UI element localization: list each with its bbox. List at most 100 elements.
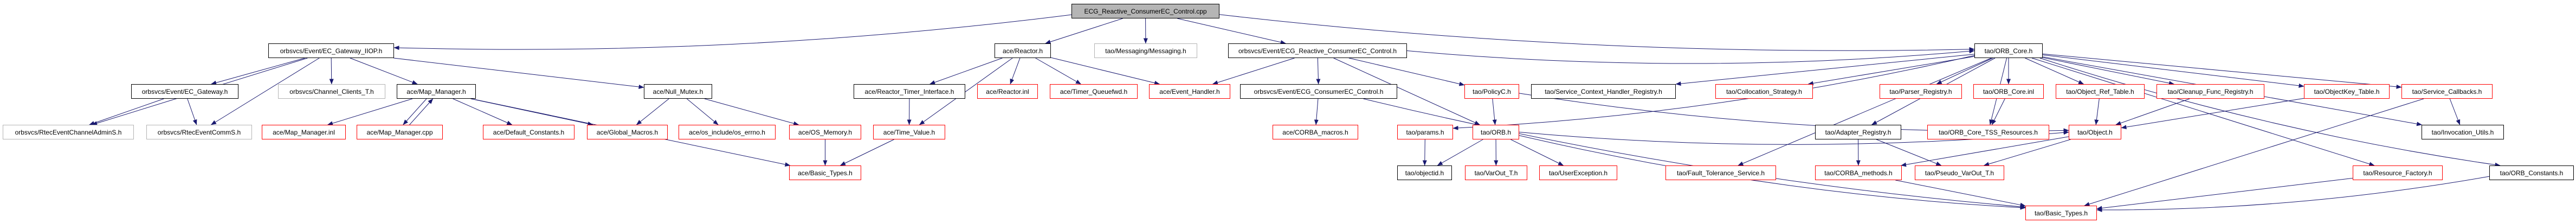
- edge-orb_core-to-object_ref_table: [2025, 58, 2084, 85]
- node-channel_clients[interactable]: orbsvcs/Channel_Clients_T.h: [278, 84, 385, 99]
- node-mm_cpp[interactable]: ace/Map_Manager.cpp: [357, 125, 443, 139]
- node-ace_basic_types[interactable]: ace/Basic_Types.h: [789, 165, 861, 180]
- node-tss_resources[interactable]: tao/ORB_Core_TSS_Resources.h: [1927, 125, 2049, 139]
- node-ec_gateway[interactable]: orbsvcs/Event/EC_Gateway.h: [131, 84, 238, 99]
- edge-mm_cpp-to-map_manager: [409, 98, 434, 125]
- node-collocation[interactable]: tao/Collocation_Strategy.h: [1715, 84, 1813, 99]
- edge-map_manager-to-mm_cpp: [403, 98, 427, 125]
- edge-orb_core-to-objectkey_table: [2042, 54, 2304, 88]
- edge-cpp-to-reactor: [1045, 18, 1123, 44]
- node-messaging[interactable]: tao/Messaging/Messaging.h: [1094, 43, 1197, 58]
- node-cpp[interactable]: ECG_Reactive_ConsumerEC_Control.cpp: [1071, 4, 1219, 18]
- node-os_memory[interactable]: ace/OS_Memory.h: [789, 125, 861, 139]
- node-service_callbacks[interactable]: tao/Service_Callbacks.h: [2401, 84, 2493, 99]
- edge-null_mutex-to-os_errno: [686, 98, 719, 125]
- edge-service_callbacks-to-invocation_utils: [2449, 98, 2461, 125]
- node-ecg_reactive[interactable]: orbsvcs/Event/ECG_Reactive_ConsumerEC_Co…: [1228, 43, 1407, 58]
- edge-ecg_consumer-to-corba_macros: [1314, 98, 1319, 125]
- node-rtec_admin[interactable]: orbsvcs/RtecEventChannelAdminS.h: [3, 125, 134, 139]
- edge-policyc-to-orb: [1492, 98, 1497, 125]
- edge-adapter_registry-to-pseudo_varout: [1876, 139, 1942, 166]
- node-map_manager[interactable]: ace/Map_Manager.h: [397, 84, 476, 99]
- node-pseudo_varout[interactable]: tao/Pseudo_VarOut_T.h: [1915, 165, 2004, 180]
- edge-iiop-to-channel_clients: [329, 58, 334, 85]
- edge-orb_core-to-svc_ctx_registry: [1675, 54, 1975, 86]
- node-varout[interactable]: tao/VarOut_T.h: [1465, 165, 1527, 180]
- edge-resource_factory-to-tao_basic_types: [2096, 177, 2353, 211]
- node-policyc[interactable]: tao/PolicyC.h: [1464, 84, 1519, 99]
- node-tao_basic_types[interactable]: tao/Basic_Types.h: [2025, 206, 2097, 220]
- edge-cpp-to-orb_core: [1219, 14, 1975, 52]
- node-object[interactable]: tao/Object.h: [2069, 125, 2121, 139]
- edge-orb_core-to-cleanup_func: [2042, 57, 2174, 86]
- node-invocation_utils[interactable]: tao/Invocation_Utils.h: [2422, 125, 2504, 139]
- node-orb[interactable]: tao/ORB.h: [1473, 125, 1519, 139]
- node-reactor_inl[interactable]: ace/Reactor.inl: [977, 84, 1038, 99]
- node-timer_queuefwd[interactable]: ace/Timer_Queuefwd.h: [1050, 84, 1138, 99]
- edge-iiop-to-map_manager: [350, 58, 418, 85]
- edge-time_value-to-ace_basic_types: [840, 139, 894, 166]
- node-global_macros[interactable]: ace/Global_Macros.h: [587, 125, 668, 139]
- edge-reactor-to-timer_queuefwd: [1035, 58, 1081, 85]
- node-fault_tolerance[interactable]: tao/Fault_Tolerance_Service.h: [1665, 165, 1776, 180]
- node-orb_core[interactable]: tao/ORB_Core.h: [1974, 43, 2043, 58]
- node-mm_inl[interactable]: ace/Map_Manager.inl: [262, 125, 346, 139]
- edge-orb_core-to-collocation: [1807, 56, 1975, 86]
- node-svc_ctx_registry[interactable]: tao/Service_Context_Handler_Registry.h: [1531, 84, 1676, 99]
- node-event_handler[interactable]: ace/Event_Handler.h: [1149, 84, 1230, 99]
- node-iiop[interactable]: orbsvcs/Event/EC_Gateway_IIOP.h: [268, 43, 394, 58]
- edge-orb_core-to-fault_tolerance: [1738, 58, 1992, 166]
- edge-orb_core-to-parser_registry: [1936, 58, 1993, 85]
- edge-orb_constants-to-tao_basic_types: [2096, 176, 2490, 212]
- node-corba_methods[interactable]: tao/CORBA_methods.h: [1815, 165, 1902, 180]
- node-reactor_timer[interactable]: ace/Reactor_Timer_Interface.h: [854, 84, 965, 99]
- edge-ecg_reactive-to-orb_core: [1406, 49, 1975, 64]
- edge-map_manager-to-mm_inl: [327, 98, 413, 126]
- edge-ecg_reactive-to-event_handler: [1212, 58, 1295, 85]
- edge-cpp-to-iiop: [393, 14, 1072, 50]
- node-parser_registry[interactable]: tao/Parser_Registry.h: [1880, 84, 1962, 99]
- edge-cpp-to-ecg_reactive: [1177, 18, 1286, 44]
- node-os_errno[interactable]: ace/os_include/os_errno.h: [679, 125, 776, 139]
- node-null_mutex[interactable]: ace/Null_Mutex.h: [644, 84, 712, 99]
- node-cleanup_func[interactable]: tao/Cleanup_Func_Registry.h: [2157, 84, 2264, 99]
- edge-ecg_reactive-to-orb: [1333, 58, 1480, 125]
- node-params[interactable]: tao/params.h: [1397, 125, 1453, 139]
- edge-orb_core-to-resource_factory: [2031, 58, 2375, 166]
- edge-orb-to-tao_basic_types: [1519, 135, 2026, 210]
- node-object_ref_table[interactable]: tao/Object_Ref_Table.h: [2056, 84, 2145, 99]
- node-objectkey_table[interactable]: tao/ObjectKey_Table.h: [2304, 84, 2390, 99]
- node-corba_macros[interactable]: ace/CORBA_macros.h: [1273, 125, 1358, 139]
- edge-ec_gateway-to-rtec_comm: [187, 98, 197, 125]
- edge-orb_core-to-params: [1452, 55, 1975, 130]
- node-user_exception[interactable]: tao/UserException.h: [1539, 165, 1617, 180]
- edge-null_mutex-to-os_memory: [704, 98, 799, 126]
- node-ecg_consumer[interactable]: orbsvcs/Event/ECG_ConsumerEC_Control.h: [1240, 84, 1397, 99]
- edge-object-to-corba_methods: [1901, 136, 2069, 167]
- edge-reactor-to-reactor_timer: [929, 58, 1003, 85]
- node-reactor[interactable]: ace/Reactor.h: [995, 43, 1051, 58]
- node-default_constants[interactable]: ace/Default_Constants.h: [483, 125, 574, 139]
- node-time_value[interactable]: ace/Time_Value.h: [873, 125, 945, 139]
- node-adapter_registry[interactable]: tao/Adapter_Registry.h: [1815, 125, 1901, 139]
- node-resource_factory[interactable]: tao/Resource_Factory.h: [2353, 165, 2443, 180]
- edge-orb_core-to-orb_constants: [2039, 58, 2501, 167]
- edge-orb_core-to-service_callbacks: [2042, 53, 2402, 89]
- node-rtec_comm[interactable]: orbsvcs/RtecEventCommS.h: [146, 125, 252, 139]
- edge-iiop-to-null_mutex: [393, 58, 644, 89]
- edge-orb-to-user_exception: [1510, 139, 1564, 166]
- edge-object-to-pseudo_varout: [1984, 139, 2071, 167]
- node-objectid[interactable]: tao/objectid.h: [1397, 165, 1452, 180]
- edge-reactor-to-event_handler: [1050, 57, 1160, 85]
- edge-reactor-to-reactor_inl: [1010, 58, 1021, 85]
- edge-objectkey_table-to-object: [2121, 98, 2304, 130]
- edge-ec_gateway-to-rtec_admin: [89, 98, 164, 125]
- node-orb_constants[interactable]: tao/ORB_Constants.h: [2489, 165, 2574, 180]
- edge-reactor-to-time_value: [919, 58, 1013, 125]
- node-orb_core_inl[interactable]: tao/ORB_Core.inl: [1973, 84, 2044, 99]
- edge-cleanup_func-to-object: [2115, 98, 2190, 125]
- edge-iiop-to-ec_gateway: [211, 58, 305, 85]
- edge-service_callbacks-to-tao_basic_types: [2084, 98, 2424, 206]
- edge-object_ref_table-to-object: [2094, 98, 2100, 125]
